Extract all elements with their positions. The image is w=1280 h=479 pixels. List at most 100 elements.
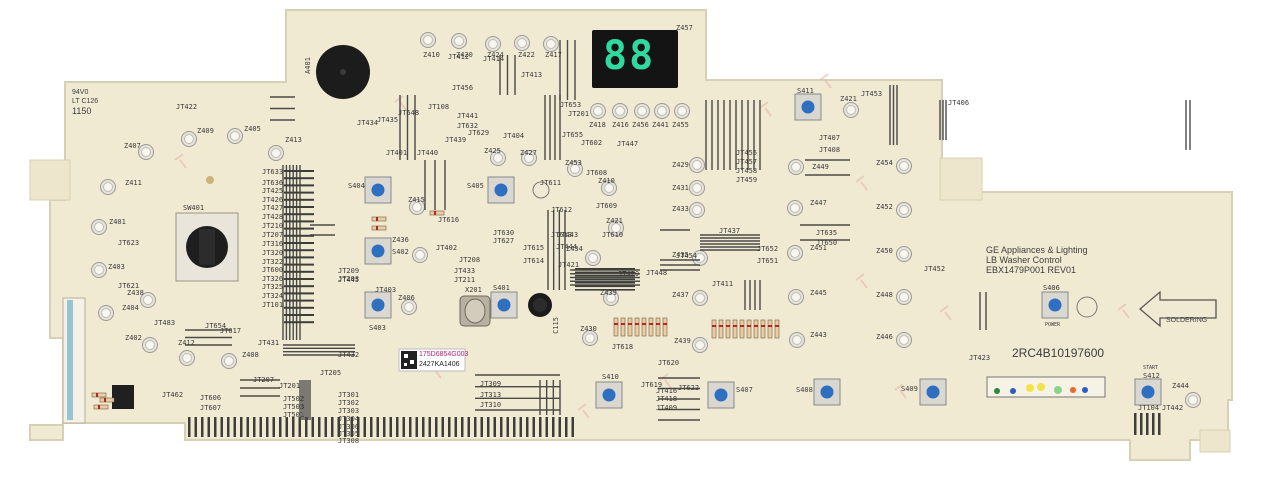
- tact-switch-cap: [801, 100, 815, 114]
- led-lens: [570, 164, 580, 174]
- led-lens: [546, 39, 556, 49]
- bottom-pin: [565, 417, 568, 437]
- resistor: [641, 317, 647, 337]
- resistor-band: [747, 325, 751, 327]
- soldering-label: SOLDERING: [1166, 317, 1208, 324]
- switch-label: S412: [1143, 372, 1160, 380]
- resistor-band: [96, 393, 98, 397]
- connector-label: JT616: [438, 216, 460, 224]
- connector-label: JT618: [612, 343, 634, 351]
- led-label: Z451: [810, 244, 827, 252]
- switch-label: S403: [369, 324, 386, 332]
- resistor: [711, 319, 717, 339]
- led-label: Z439: [600, 289, 617, 297]
- connector-label: JT502: [283, 395, 305, 403]
- connector-label: JT434: [357, 119, 379, 127]
- led-lens: [791, 292, 801, 302]
- connector-label: JT425: [262, 187, 284, 195]
- bottom-pin: [1146, 413, 1149, 435]
- led-label: Z441: [652, 121, 669, 129]
- connector-label: JT301: [338, 391, 360, 399]
- connector-label: JT418: [656, 395, 678, 403]
- bottom-pin: [240, 417, 243, 437]
- connector-label: JT606: [200, 394, 222, 402]
- led-label: Z406: [398, 294, 415, 302]
- soldering-arrow: [1138, 290, 1217, 328]
- connector-label: JT207: [253, 376, 275, 384]
- connector-label: JT427: [262, 204, 284, 212]
- tact-switch-cap: [714, 388, 728, 402]
- led-label: Z434: [566, 245, 583, 253]
- bottom-pin: [272, 417, 275, 437]
- bottom-pin: [539, 417, 542, 437]
- connector-label: JT304: [338, 415, 360, 423]
- switch-label: S411: [797, 87, 814, 95]
- pad-bar: [284, 278, 314, 280]
- sticker-line-1: 175D6854G003: [419, 351, 469, 358]
- capacitor-label: C115: [551, 317, 560, 334]
- led-label: Z438: [127, 289, 144, 297]
- led-label: Z446: [876, 333, 893, 341]
- led-label: Z417: [545, 51, 562, 59]
- pad-bar: [284, 198, 314, 201]
- resistor-band: [635, 323, 639, 325]
- connector-label: JT623: [118, 239, 140, 247]
- led-lens: [271, 148, 281, 158]
- bottom-pin: [214, 417, 217, 437]
- led-lens: [692, 183, 702, 193]
- led-label: Z453: [565, 159, 582, 167]
- manufacturer-text: GE Appliances & Lighting: [986, 245, 1088, 255]
- connector-label: JT209: [338, 267, 360, 275]
- pad-bar: [284, 242, 314, 244]
- connector-label: JT408: [819, 146, 841, 154]
- board-code: 2RC4B10197600: [1012, 346, 1105, 360]
- bottom-pin: [409, 417, 412, 437]
- connector-label: JT404: [503, 132, 525, 140]
- led-lens: [677, 106, 687, 116]
- pad-bar: [284, 170, 314, 172]
- bottom-pin: [253, 417, 256, 437]
- switch-label: S408: [796, 386, 813, 394]
- connector-label: JT447: [617, 140, 639, 148]
- led-label: Z424: [487, 51, 504, 59]
- ribbon-connector-stripe: [67, 300, 73, 420]
- bottom-pin: [383, 417, 386, 437]
- led-label: Z439: [674, 337, 691, 345]
- resistor-band: [104, 398, 106, 402]
- connector-label: JT305: [338, 430, 360, 438]
- connector-label: JT608: [586, 169, 608, 177]
- bottom-pin: [441, 417, 444, 437]
- resistor-band: [754, 325, 758, 327]
- resistor-band: [712, 325, 716, 327]
- bottom-pin: [344, 417, 347, 437]
- connector-label: JT611: [540, 179, 562, 187]
- resistor: [613, 317, 619, 337]
- led-lens: [637, 106, 647, 116]
- led-label: Z427: [520, 149, 537, 157]
- led-label: Z449: [812, 163, 829, 171]
- bottom-pin: [1140, 413, 1143, 435]
- led-label: Z437: [672, 291, 689, 299]
- connector-label: JT459: [736, 176, 758, 184]
- connector-label: JT636: [262, 179, 284, 187]
- resistor-band: [768, 325, 772, 327]
- switch-label: S404: [348, 182, 365, 190]
- led-lens: [517, 38, 527, 48]
- connector-label: JT630: [493, 229, 515, 237]
- display-digits: 88: [603, 33, 656, 79]
- led-lens: [899, 335, 909, 345]
- connector-label: JT615: [523, 244, 545, 252]
- bottom-pin: [292, 417, 295, 437]
- led-lens: [145, 340, 155, 350]
- resistor: [648, 317, 654, 337]
- pad-bar: [284, 256, 314, 259]
- connector-label: JT607: [200, 404, 222, 412]
- switch-label: S405: [467, 182, 484, 190]
- tact-switch-group: [364, 93, 1162, 409]
- resistor: [620, 317, 626, 337]
- led-lens: [657, 106, 667, 116]
- led-label: Z405: [244, 125, 261, 133]
- bottom-pin: [396, 417, 399, 437]
- resistor-band: [656, 323, 660, 325]
- led-label: Z415: [408, 196, 425, 204]
